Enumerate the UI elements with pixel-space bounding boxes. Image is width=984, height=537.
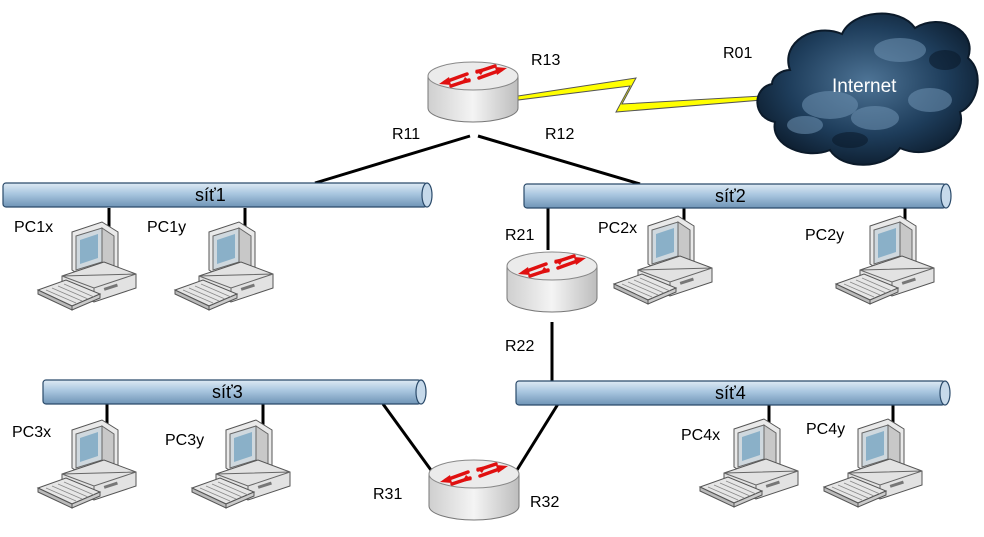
computer-icon-pc3y — [191, 419, 291, 509]
label-pc1y: PC1y — [147, 219, 186, 236]
router-icon-r2 — [505, 250, 599, 314]
link-sit3-r31 — [381, 403, 438, 478]
bus-sit1: síť1 — [2, 182, 433, 208]
router-icon-r3 — [427, 458, 521, 522]
bus-sit3: síť3 — [42, 379, 427, 405]
label-pc2x: PC2x — [598, 220, 637, 237]
network-label-sit4: síť4 — [715, 383, 746, 403]
lightning-bolt-icon — [517, 77, 763, 113]
label-r01: R01 — [723, 45, 752, 62]
label-pc3x: PC3x — [12, 424, 51, 441]
bus-sit2: síť2 — [523, 183, 952, 209]
label-pc2y: PC2y — [805, 227, 844, 244]
internet-cloud: Internet — [756, 12, 979, 166]
computer-icon-pc1y — [174, 221, 274, 311]
label-r12: R12 — [545, 126, 574, 143]
links — [314, 134, 641, 479]
label-r22: R22 — [505, 338, 534, 355]
wan-link — [517, 77, 763, 113]
link-r12-sit2 — [477, 134, 641, 186]
label-pc1x: PC1x — [14, 219, 53, 236]
label-pc4y: PC4y — [806, 421, 845, 438]
label-r11: R11 — [392, 126, 420, 143]
computer-icon-pc2y — [835, 215, 935, 305]
router-icon-r1 — [426, 60, 520, 124]
bus-sit4: síť4 — [515, 380, 951, 406]
internet-label: Internet — [832, 76, 897, 97]
computer-icon-pc3x — [37, 419, 137, 509]
label-pc3y: PC3y — [165, 432, 204, 449]
label-pc4x: PC4x — [681, 427, 720, 444]
label-r21: R21 — [505, 227, 534, 244]
network-label-sit1: síť1 — [195, 185, 226, 205]
label-r13: R13 — [531, 52, 560, 69]
link-r32-sit4 — [510, 403, 560, 479]
label-r31: R31 — [373, 486, 402, 503]
network-label-sit3: síť3 — [212, 382, 243, 402]
network-label-sit2: síť2 — [715, 186, 746, 206]
link-r11-sit1 — [314, 134, 471, 185]
label-r32: R32 — [530, 494, 559, 511]
